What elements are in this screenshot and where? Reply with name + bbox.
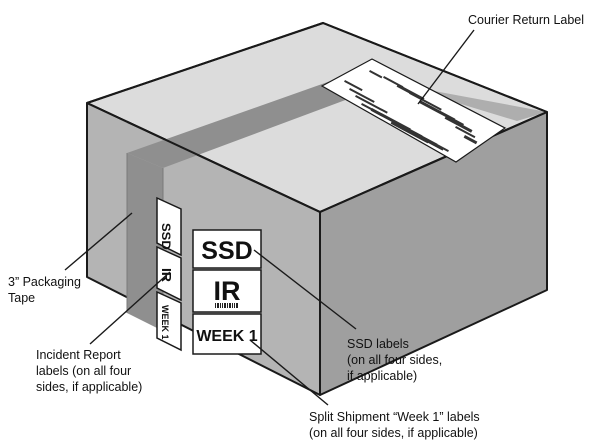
side-ssd-text: SSD [159, 223, 172, 250]
callout-ssd-line2: (on all four sides, [347, 353, 442, 367]
ir-barcode-icon [215, 303, 238, 308]
ssd-label-text: SSD [201, 237, 252, 265]
leader-incident [89, 271, 171, 345]
ir-label-text: IR [214, 276, 241, 306]
callout-courier-return-label: Courier Return Label [468, 13, 584, 27]
ssd-label [192, 229, 262, 269]
leader-week1 [249, 339, 329, 406]
callout-texts: Courier Return Label 3” Packaging Tape I… [8, 13, 584, 440]
callout-incident-line1: Incident Report [36, 348, 121, 362]
callout-ssd-line3: if applicable) [347, 369, 417, 383]
barcode-noise [344, 70, 478, 152]
leader-courier [417, 29, 475, 105]
side-week1-text: WEEK 1 [160, 305, 170, 340]
tape-top-end [356, 72, 547, 121]
leader-lines [64, 29, 475, 406]
callout-incident-line3: sides, if applicable) [36, 380, 142, 394]
callout-packaging-tape-line1: 3” Packaging [8, 275, 81, 289]
week1-label-text: WEEK 1 [196, 328, 257, 345]
courier-return-label [320, 58, 507, 163]
shipping-box [86, 21, 548, 396]
tape-top [127, 72, 391, 168]
week1-label [192, 313, 262, 355]
callout-packaging-tape-line2: Tape [8, 291, 35, 305]
callout-week1-line2: (on all four sides, if applicable) [309, 426, 478, 440]
callout-ssd-line1: SSD labels [347, 337, 409, 351]
leader-ssd [253, 249, 357, 330]
callout-incident-line2: labels (on all four [36, 364, 131, 378]
side-label-column: SSD IR WEEK 1 [156, 196, 182, 352]
callout-week1-line1: Split Shipment “Week 1” labels [309, 410, 480, 424]
leader-tape [64, 212, 133, 271]
front-label-stack: SSD IR WEEK 1 [192, 229, 262, 355]
